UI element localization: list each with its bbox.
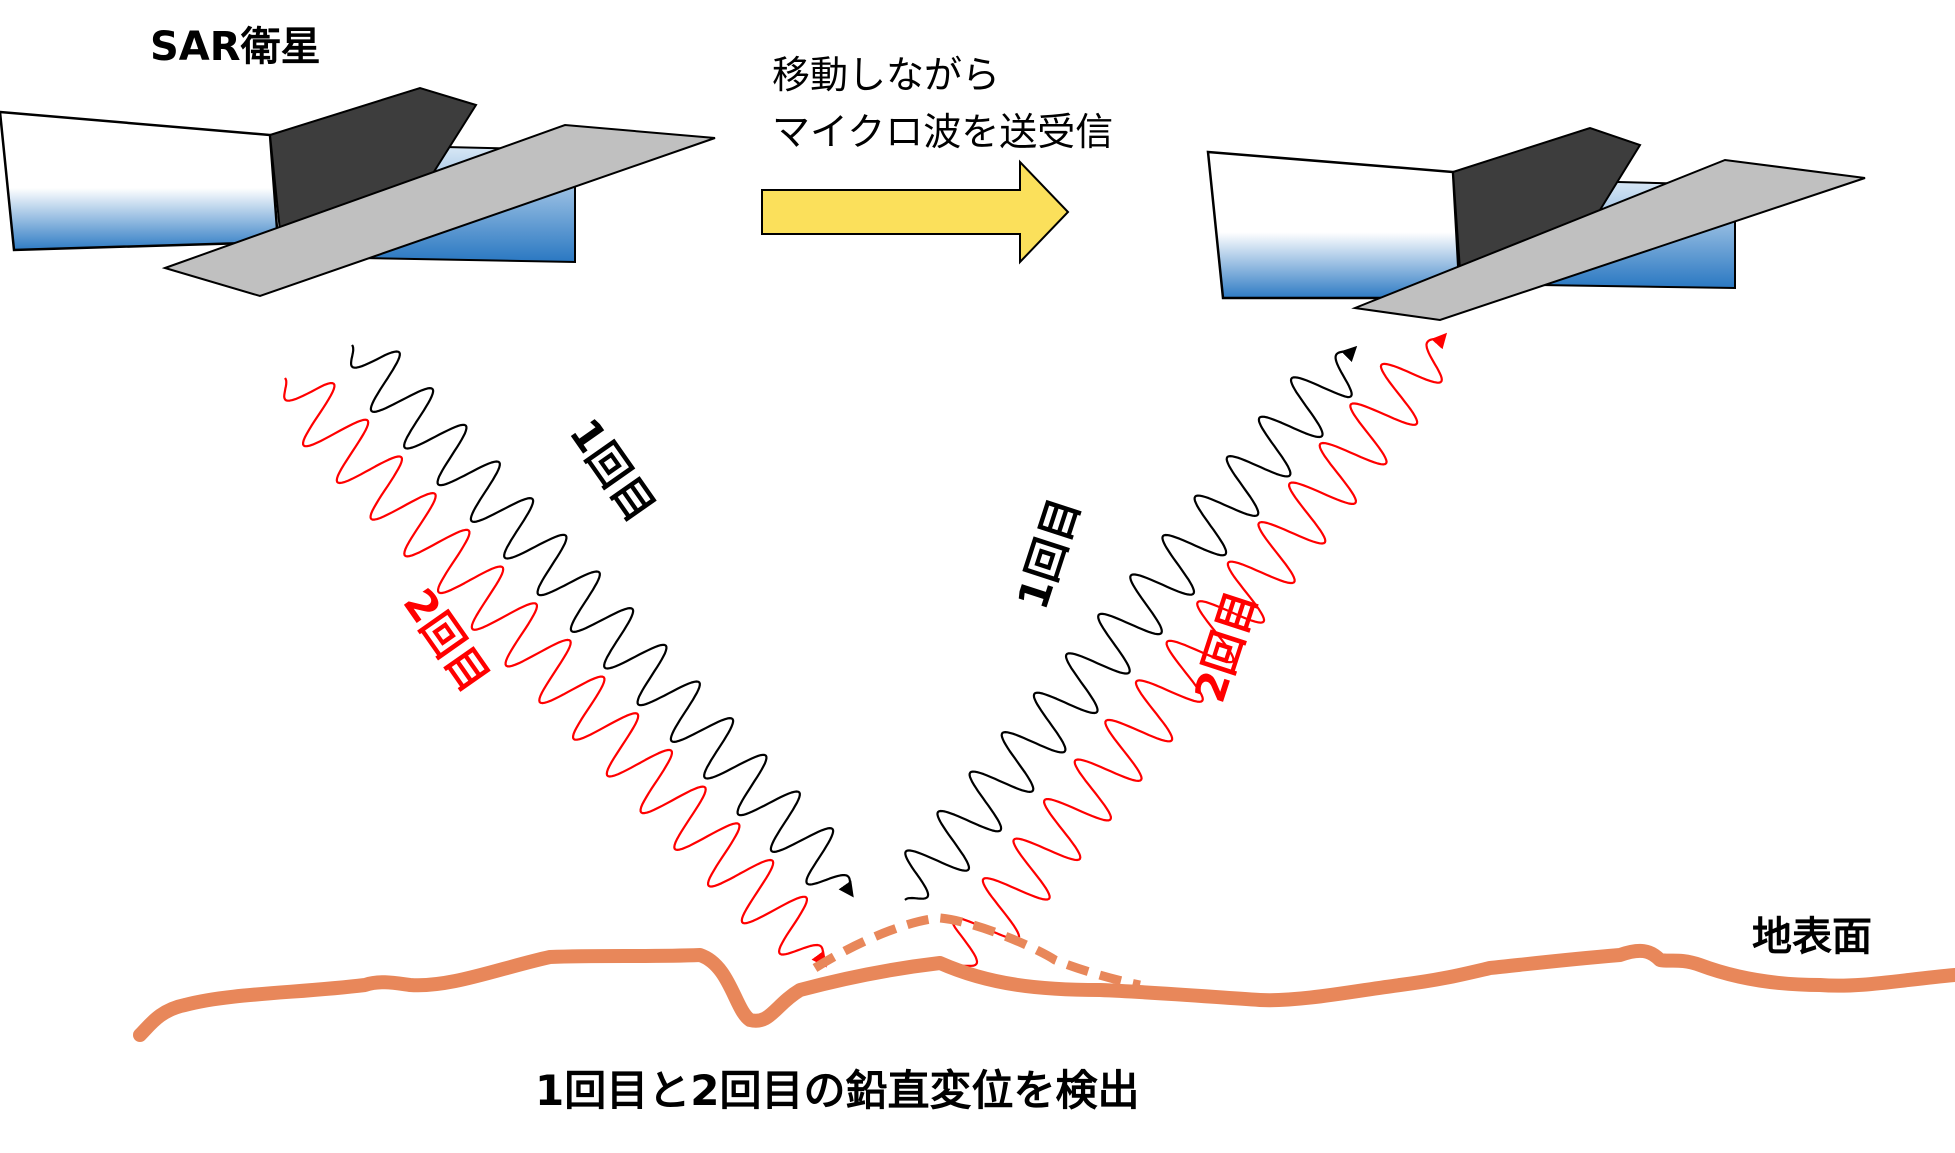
satellite-right-icon xyxy=(1206,126,1866,322)
satellite-left-icon xyxy=(0,86,716,298)
pass1-label-right: 1回目 xyxy=(1008,492,1090,615)
beam-down-pass1 xyxy=(350,344,854,898)
motion-text-line2: マイクロ波を送受信 xyxy=(772,110,1113,154)
ground-surface xyxy=(133,913,1955,1042)
microwave-beams xyxy=(283,332,1448,969)
title: SAR衛星 xyxy=(150,24,321,70)
motion-text-line1: 移動しながら xyxy=(772,53,1000,97)
beam-down-pass2 xyxy=(283,377,827,968)
beam-up-pass1 xyxy=(904,345,1358,901)
caption: 1回目と2回目の鉛直変位を検出 xyxy=(535,1066,1139,1115)
beam-up-pass2 xyxy=(951,332,1448,969)
right-arrow-icon xyxy=(761,159,1070,265)
pass2-label-left: 2回目 xyxy=(394,580,499,701)
ground-label: 地表面 xyxy=(1752,914,1872,960)
pass1-label-left: 1回目 xyxy=(560,410,665,531)
